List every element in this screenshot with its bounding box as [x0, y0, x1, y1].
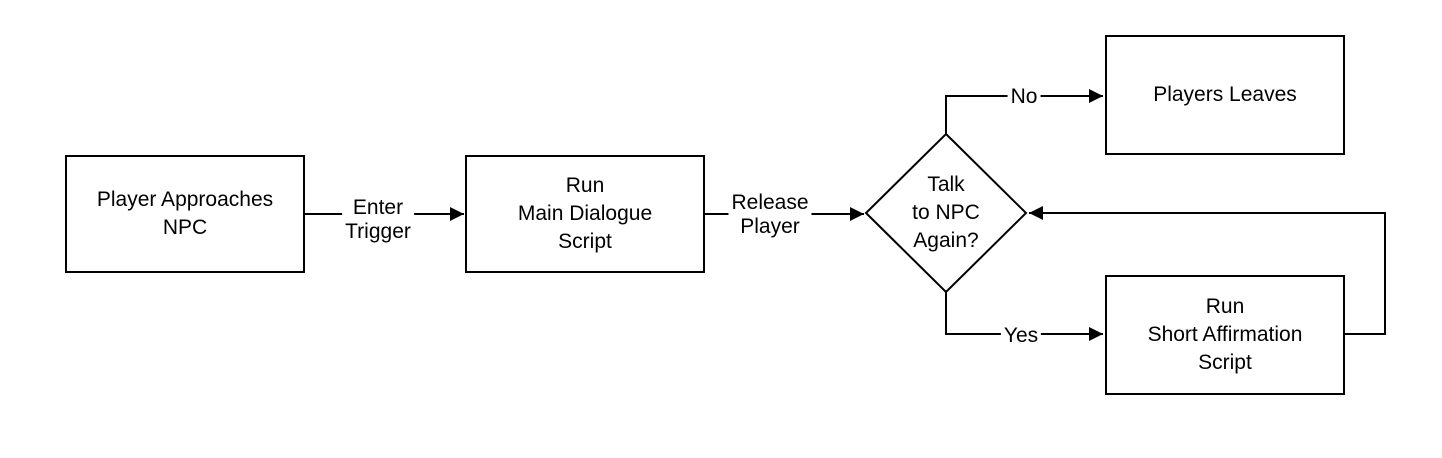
- decision-diamond-shape: [864, 132, 1028, 294]
- edge-label-release-player: Release Player: [728, 191, 812, 239]
- node-run-short-affirmation-script: Run Short Affirmation Script: [1105, 275, 1345, 395]
- node-run-main-dialogue-script: Run Main Dialogue Script: [465, 155, 705, 273]
- node-talk-to-npc-again-label: Talk to NPC Again?: [912, 173, 980, 252]
- edge-yes: [945, 292, 1103, 341]
- edge-label-enter-trigger: Enter Trigger: [342, 196, 414, 244]
- node-player-approaches-npc: Player Approaches NPC: [65, 155, 305, 273]
- edge-no: [945, 89, 1103, 134]
- edge-label-no: No: [1007, 85, 1041, 109]
- node-players-leaves: Players Leaves: [1105, 35, 1345, 155]
- edge-loop-back-to-decision: [1029, 206, 1386, 335]
- edge-label-yes: Yes: [1000, 324, 1042, 348]
